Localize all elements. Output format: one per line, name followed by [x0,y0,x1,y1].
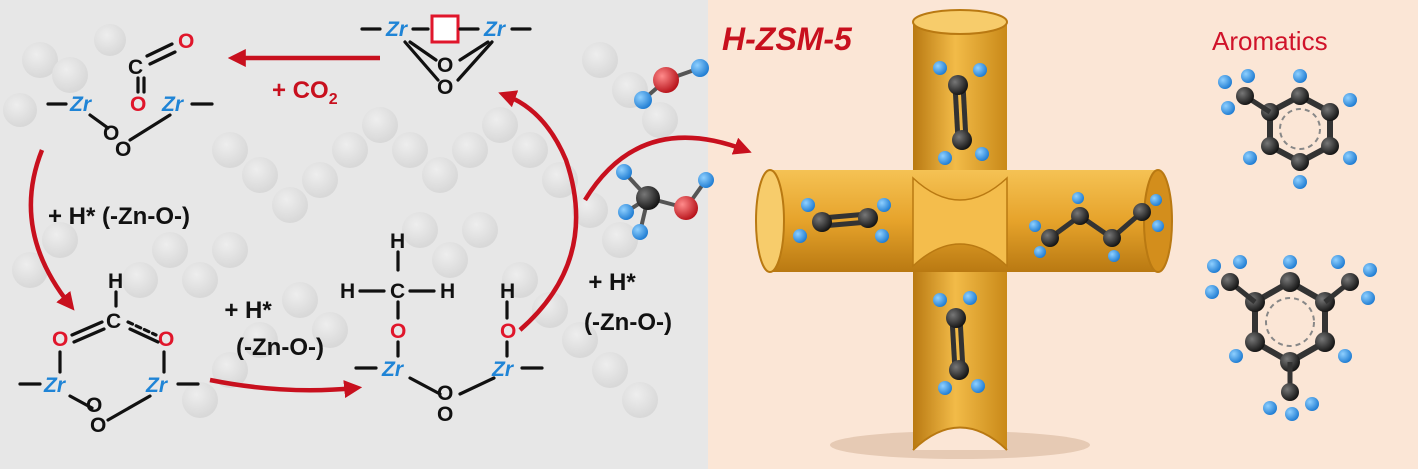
oxygen-atom-label: O [390,320,406,343]
hydrogen-atom-label: H [390,230,405,253]
carbon-atom-label: C [390,280,405,303]
methanol-molecule [616,164,714,240]
oxygen-atom-label: O [158,328,174,351]
butene-molecule-right [1029,192,1164,262]
oxygen-atom-label: O [178,30,194,53]
h-step-2-label-line1: + H* [224,297,272,324]
zr-atom-label: Zr [43,374,67,397]
arrow-formate-to-methoxy [209,377,363,399]
formate-structure: H C O O Zr Zr O O [18,270,200,437]
catalyst-title: H-ZSM-5 [722,21,853,57]
zr-atom-label: Zr [145,374,169,397]
products-title: Aromatics [1212,26,1328,56]
oxygen-atom-label: O [437,403,453,426]
oxygen-atom-label: O [90,414,106,437]
methoxy-structure: H H C H O H O Zr Zr O O [340,230,544,426]
mof-sphere-background [3,24,678,418]
ethylene-molecule-top [933,61,989,165]
zr-atom-label: Zr [381,358,405,381]
zr-atom-label: Zr [69,93,93,116]
carbon-atom-label: C [106,310,121,333]
carbon-atom-label: C [128,56,143,79]
ethylene-molecule-bottom [933,291,985,395]
water-molecule [634,59,709,109]
co2-adduct-structure: Zr O Zr C O O O [46,30,214,161]
hydrogen-atom-label: H [108,270,123,293]
zr-atom-label: Zr [385,18,409,41]
zr-atom-label: Zr [161,93,185,116]
co2-reagent-label: + CO2 [272,77,338,108]
toluene-molecule [1218,69,1357,189]
oxygen-atom-label: O [437,382,453,405]
oxygen-atom-label: O [52,328,68,351]
oxygen-atom-label: O [86,394,102,417]
oxygen-atom-label: O [437,54,453,77]
h-step-3-label-line2: (-Zn-O-) [584,309,672,336]
h-step-1-label: + H* (-Zn-O-) [48,203,190,230]
trimethylbenzene-molecule [1205,255,1377,421]
vacancy-square [430,14,460,44]
oxygen-vacancy-structure: Zr Zr O O [360,14,532,99]
h-step-2-label-line2: (-Zn-O-) [236,334,324,361]
zr-atom-label: Zr [483,18,507,41]
oxygen-atom-label: O [437,76,453,99]
arrow-co2-to-formate [28,149,75,311]
oxygen-atom-label: O [130,93,146,116]
ethylene-molecule-left [793,198,891,243]
hydrogen-atom-label: H [340,280,355,303]
zr-atom-label: Zr [491,358,515,381]
hydrogen-atom-label: H [500,280,515,303]
oxygen-atom-label: O [115,138,131,161]
oxygen-atom-label: O [500,320,516,343]
arrow-methoxy-to-vacancy [498,90,579,332]
hydrogen-atom-label: H [440,280,455,303]
arrow-to-zeolite [583,135,752,202]
h-step-3-label-line1: + H* [588,269,636,296]
